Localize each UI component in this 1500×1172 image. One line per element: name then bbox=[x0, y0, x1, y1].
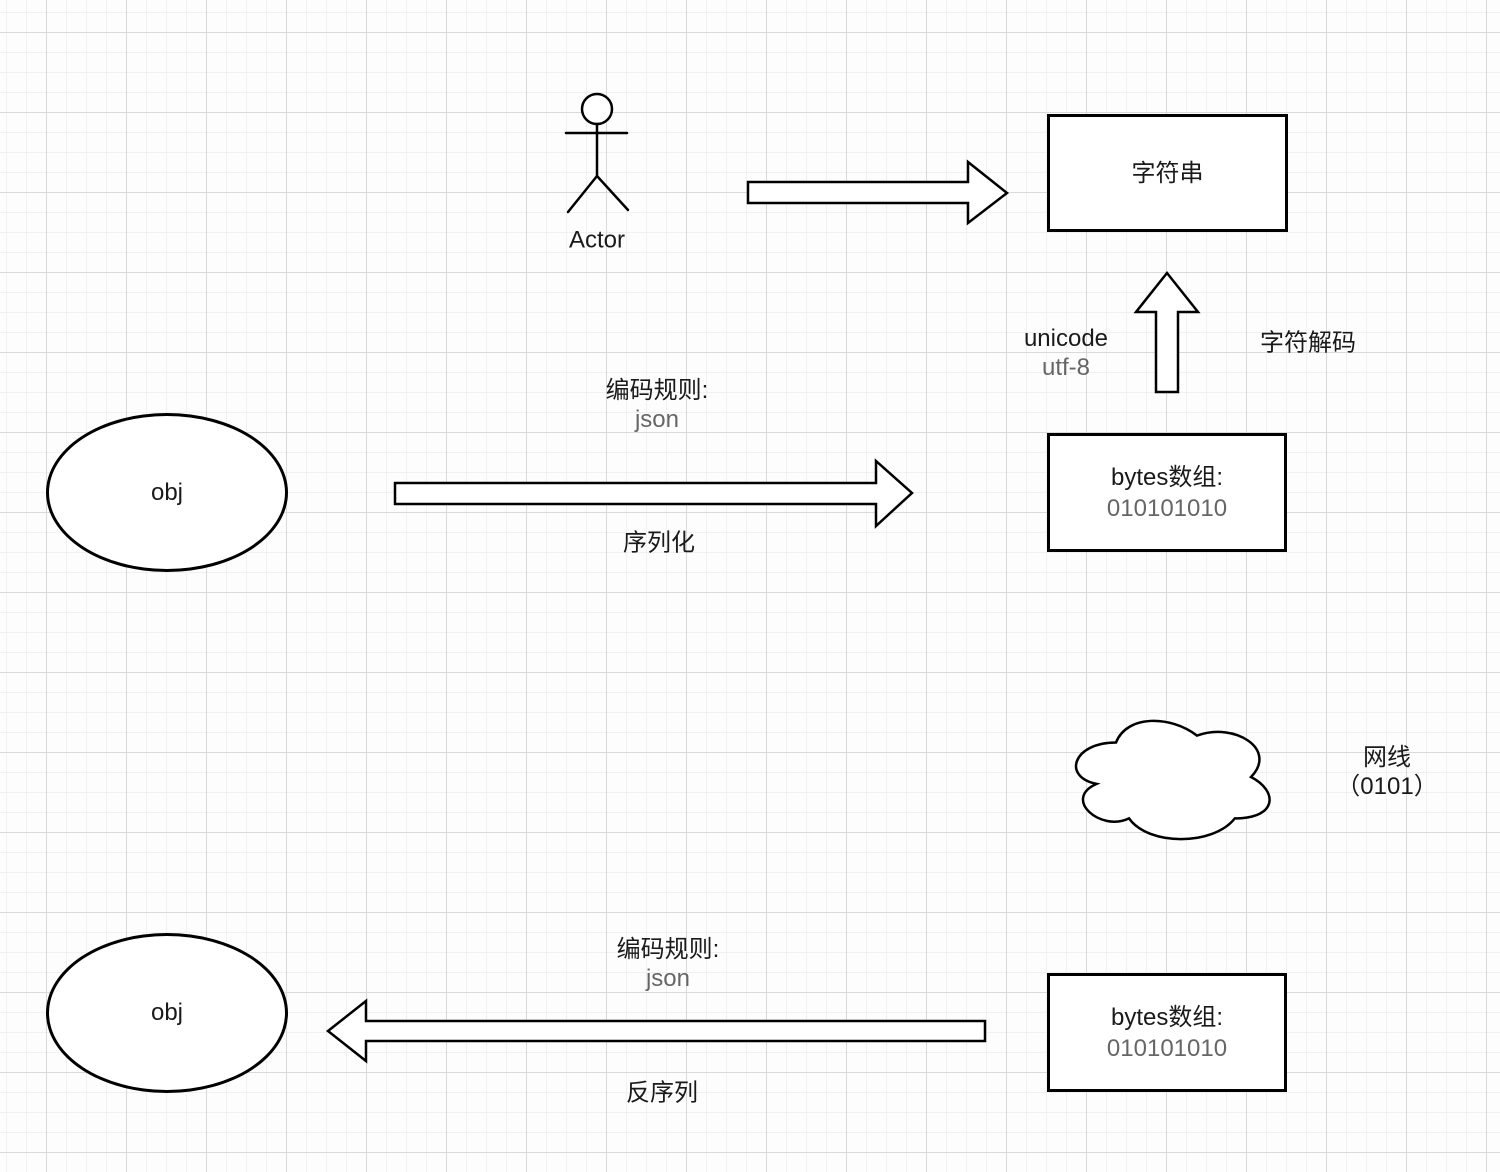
bytes-node-bottom-value: 010101010 bbox=[1106, 1034, 1228, 1062]
cloud-label-line2: （0101） bbox=[1336, 773, 1438, 800]
obj-node-bottom-label: obj bbox=[150, 999, 184, 1026]
encode-rule-top-line1: 编码规则: bbox=[605, 377, 709, 404]
encode-rule-bottom-label: 编码规则: json bbox=[617, 935, 720, 993]
bytes-node-bottom-title: bytes数组: bbox=[1110, 1003, 1224, 1031]
cloud-label-line1: 网线 bbox=[1362, 744, 1411, 771]
deserialize-label: 反序列 bbox=[626, 1079, 698, 1107]
encode-rule-top-label: 编码规则: json bbox=[606, 376, 709, 434]
actor-icon[interactable] bbox=[564, 92, 630, 214]
unicode-label-line2: utf-8 bbox=[1041, 354, 1091, 381]
string-node-label: 字符串 bbox=[1131, 159, 1204, 187]
bytes-node-top-title: bytes数组: bbox=[1110, 463, 1224, 491]
arrow-left-deserialize[interactable] bbox=[325, 998, 987, 1064]
encode-rule-bottom-line2: json bbox=[645, 965, 691, 992]
cloud-label: 网线 （0101） bbox=[1336, 743, 1437, 801]
obj-node-top-label: obj bbox=[150, 478, 184, 506]
cloud-shape[interactable] bbox=[1074, 719, 1271, 841]
obj-node-bottom[interactable]: obj bbox=[46, 933, 288, 1093]
serialize-label: 序列化 bbox=[623, 529, 695, 557]
obj-node-top[interactable]: obj bbox=[46, 413, 288, 572]
unicode-label: unicode utf-8 bbox=[1024, 324, 1108, 382]
unicode-label-line1: unicode bbox=[1023, 325, 1109, 352]
bytes-node-top-value: 010101010 bbox=[1106, 494, 1228, 522]
string-node[interactable]: 字符串 bbox=[1047, 114, 1288, 232]
encode-rule-top-line2: json bbox=[634, 406, 680, 433]
actor-label: Actor bbox=[568, 226, 626, 254]
arrow-up-decode[interactable] bbox=[1133, 270, 1201, 394]
arrow-right-top[interactable] bbox=[746, 159, 1010, 226]
bytes-node-bottom[interactable]: bytes数组: 010101010 bbox=[1047, 973, 1287, 1092]
bytes-node-top[interactable]: bytes数组: 010101010 bbox=[1047, 433, 1287, 552]
arrow-right-serialize[interactable] bbox=[393, 458, 914, 529]
char-decode-label: 字符解码 bbox=[1260, 329, 1356, 357]
encode-rule-bottom-line1: 编码规则: bbox=[616, 936, 720, 963]
